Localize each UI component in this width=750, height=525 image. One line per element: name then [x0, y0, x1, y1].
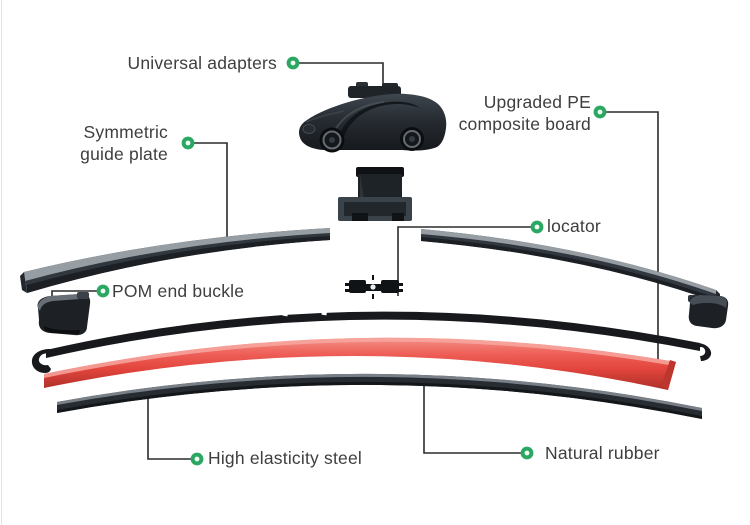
adapter-hood-line: [305, 110, 345, 123]
steel-left-hook: [31, 349, 51, 373]
buckle-nub: [77, 292, 89, 299]
steel-notch: [282, 307, 289, 317]
cap-top-face: [689, 295, 727, 308]
rubber-top-edge: [57, 373, 702, 411]
symmetric-guide-plate-label: Symmetric guide plate: [80, 122, 168, 164]
mount-clamp-part: [338, 167, 412, 221]
clamp-base-inner: [344, 202, 406, 216]
buckle-body: [37, 293, 91, 336]
pom-end-buckle-part: [37, 292, 91, 336]
high-elasticity-steel-label: High elasticity steel: [208, 448, 362, 468]
upgraded-pe-leader-line: [606, 111, 659, 370]
buckle-underside: [44, 326, 80, 334]
high-elasticity-steel-marker: [190, 452, 204, 466]
universal-adapters-label: Universal adapters: [127, 53, 277, 73]
locator-part: [345, 275, 403, 299]
symmetric-guide-plate-leader-line: [194, 142, 228, 240]
universal-adapter-part: [299, 82, 447, 153]
adapter-front-wheel: [319, 127, 345, 153]
universal-adapters-marker: [286, 56, 300, 70]
steel-blade-part: [31, 306, 712, 373]
clamp-base-notch: [352, 213, 368, 221]
natural-rubber-leader-line: [423, 383, 521, 454]
buckle-rim-highlight: [37, 294, 80, 311]
upgraded-pe-composite-board-label: Upgraded PE composite board: [458, 92, 591, 134]
callout-markers: [96, 56, 607, 466]
pom-end-buckle-marker: [96, 284, 110, 298]
upgraded-pe-marker: [593, 105, 607, 119]
steel-notch: [321, 306, 328, 316]
natural-rubber-marker: [520, 446, 534, 460]
adapter-rear-wheel: [400, 127, 424, 151]
guide-plate-left-segment: [20, 228, 330, 293]
locator-label: locator: [547, 216, 601, 236]
universal-adapters-leader-line: [299, 62, 384, 90]
pe-composite-board-part: [44, 337, 676, 390]
red-end-face: [661, 360, 676, 390]
rubber-bottom-edge: [57, 381, 702, 419]
symmetric-guide-plate-marker: [181, 136, 195, 150]
high-elasticity-steel-leader-line: [147, 396, 191, 460]
clamp-body: [358, 174, 402, 200]
right-end-cap-part: [688, 295, 729, 329]
rubber-strip-part: [57, 373, 702, 419]
steel-band: [46, 311, 700, 358]
adapter-headlight: [302, 124, 316, 134]
pom-end-buckle-label: POM end buckle: [112, 281, 245, 301]
left-edge-line: [1, 0, 2, 525]
clamp-base-notch: [392, 213, 404, 221]
natural-rubber-label: Natural rubber: [545, 443, 660, 463]
steel-right-hook: [697, 343, 712, 361]
locator-marker: [530, 220, 544, 234]
locator-leader-line: [397, 226, 531, 296]
clamp-highlight: [360, 174, 364, 198]
guide-plate-right-segment: [421, 229, 720, 302]
locator-center-hole: [370, 284, 376, 290]
